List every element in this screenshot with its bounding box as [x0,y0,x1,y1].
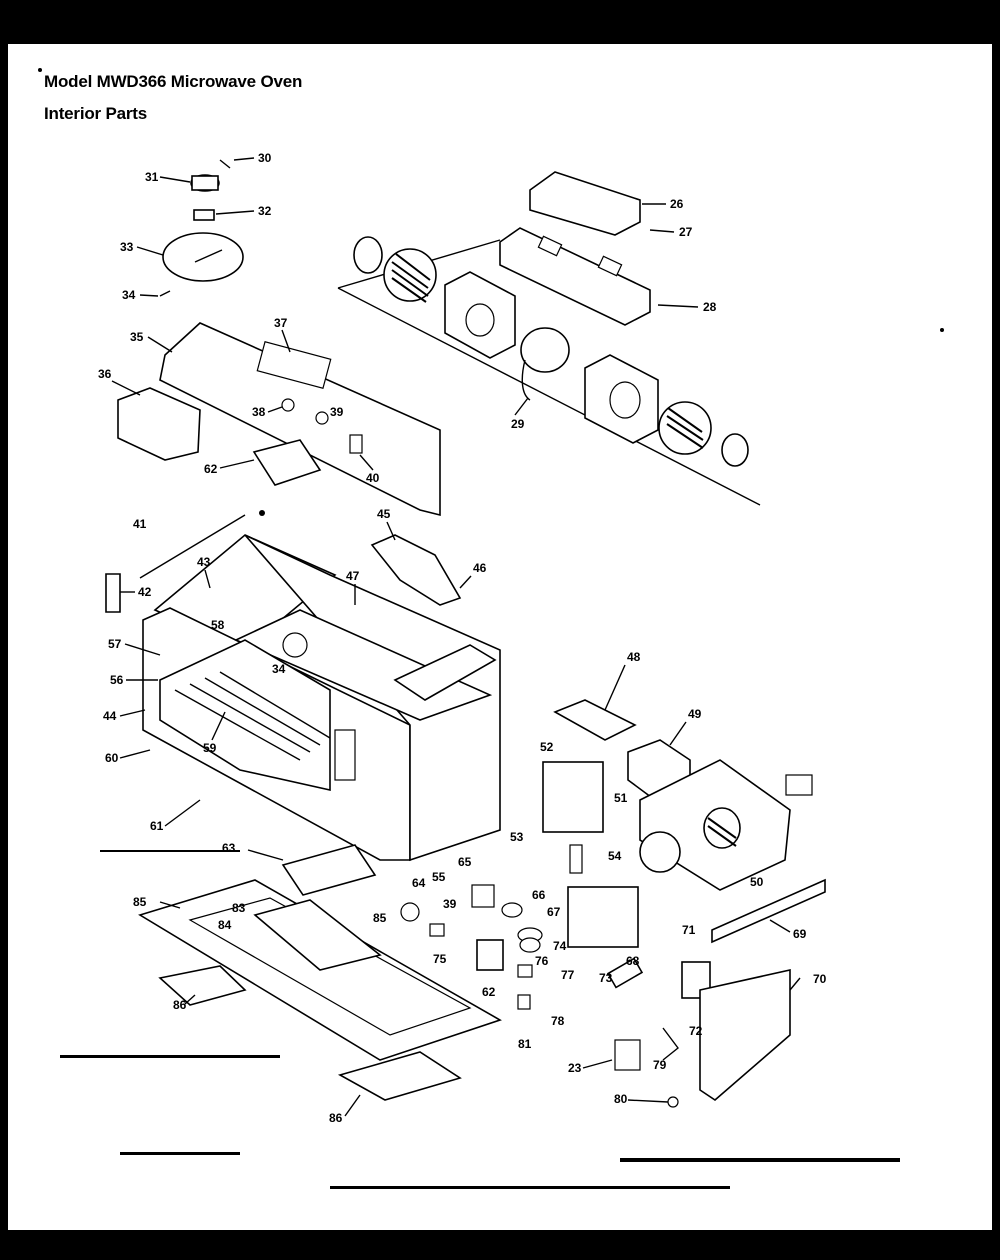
diagram-title: Model MWD366 Microwave Oven [44,72,303,91]
callout-label: 39 [330,405,344,419]
callout-label: 68 [626,954,640,968]
callout-label: 42 [138,585,152,599]
callout-label: 33 [120,240,134,254]
scan-noise [8,30,992,1242]
callout-label: 58 [211,618,225,632]
callout-label: 71 [682,923,696,937]
callout-labels: 30 31 32 33 34 35 37 36 38 39 62 40 26 2… [98,151,827,1125]
callout-label: 85 [373,911,387,925]
callout-label: 81 [518,1037,532,1051]
callout-label: 62 [204,462,218,476]
callout-label: 76 [535,954,549,968]
callout-label: 30 [258,151,272,165]
callout-label: 37 [274,316,288,330]
callout-label: 50 [750,875,764,889]
callout-label: 73 [599,971,613,985]
callout-label: 40 [366,471,380,485]
callout-label: 64 [412,876,426,890]
callout-label: 79 [653,1058,667,1072]
callout-label: 34 [122,288,136,302]
callout-label: 57 [108,637,122,651]
callout-label: 29 [511,417,525,431]
callout-label: 72 [689,1024,703,1038]
callout-label: 28 [703,300,717,314]
upper-bracket-group [117,322,441,517]
callout-label: 83 [232,901,246,915]
callout-label: 65 [458,855,472,869]
callout-label: 70 [813,972,827,986]
callout-label: 52 [540,740,554,754]
callout-label: 53 [510,830,524,844]
turntable-motor-group [159,159,244,297]
callout-label: 77 [561,968,575,982]
callout-label: 44 [103,709,117,723]
callout-label: 62 [482,985,496,999]
callout-label: 34 [272,662,286,676]
callout-label: 85 [133,895,147,909]
callout-label: 69 [793,927,807,941]
callout-label: 43 [197,555,211,569]
callout-label: 75 [433,952,447,966]
callout-label: 39 [443,897,457,911]
callout-label: 48 [627,650,641,664]
callout-label: 78 [551,1014,565,1028]
callout-label: 31 [145,170,159,184]
callout-label: 35 [130,330,144,344]
callout-label: 47 [346,569,360,583]
callout-label: 23 [568,1061,582,1075]
callout-label: 41 [133,517,147,531]
callout-label: 63 [222,841,236,855]
callout-label: 36 [98,367,112,381]
callout-label: 55 [432,870,446,884]
callout-label: 86 [173,998,187,1012]
callout-label: 66 [532,888,546,902]
leader-lines [111,157,801,1117]
callout-label: 59 [203,741,217,755]
callout-label: 27 [679,225,693,239]
callout-label: 46 [473,561,487,575]
diagram-subtitle: Interior Parts [44,104,148,123]
callout-label: 51 [614,791,628,805]
callout-label: 38 [252,405,266,419]
callout-label: 61 [150,819,164,833]
callout-label: 74 [553,939,567,953]
callout-label: 60 [105,751,119,765]
callout-label: 86 [329,1111,343,1125]
callout-label: 49 [688,707,702,721]
callout-label: 26 [670,197,684,211]
blower-assembly [337,171,761,506]
bottom-plate-group [138,844,543,1101]
callout-label: 54 [608,849,622,863]
callout-label: 67 [547,905,561,919]
right-components [542,699,826,1108]
callout-label: 80 [614,1092,628,1106]
callout-label: 56 [110,673,124,687]
callout-label: 84 [218,918,232,932]
callout-label: 45 [377,507,391,521]
callout-label: 32 [258,204,272,218]
oven-cavity [105,514,501,862]
